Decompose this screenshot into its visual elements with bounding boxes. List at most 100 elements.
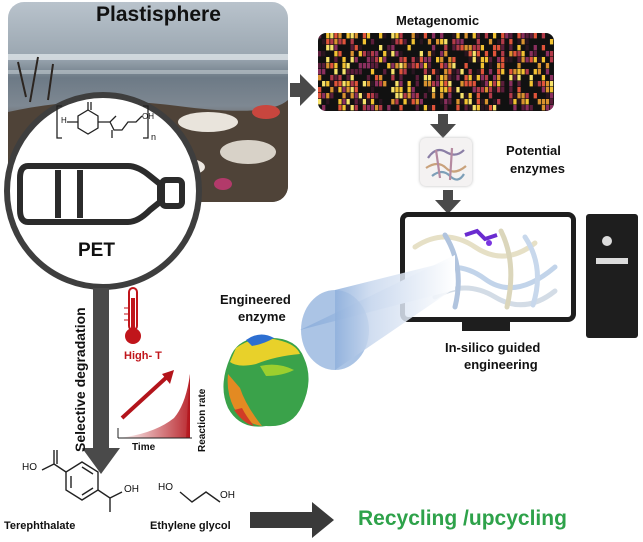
heatmap-cell xyxy=(509,75,513,81)
heatmap-cell xyxy=(472,33,476,39)
rate-y-label: Reaction rate xyxy=(197,388,208,452)
heatmap-cell xyxy=(338,99,342,105)
heatmap-cell xyxy=(374,63,379,69)
heatmap-cell xyxy=(411,39,415,45)
heatmap-cell xyxy=(411,57,415,63)
heatmap-cell xyxy=(537,69,541,75)
heatmap-cell xyxy=(399,81,403,87)
heatmap-cell xyxy=(399,93,403,99)
heatmap-cell xyxy=(484,105,489,111)
heatmap-cell xyxy=(488,93,493,99)
heatmap-cell xyxy=(403,63,407,69)
heatmap-cell xyxy=(533,93,537,99)
heatmap-cell xyxy=(517,51,521,57)
heatmap-cell xyxy=(529,51,533,57)
heatmap-cell xyxy=(541,75,546,81)
heatmap-cell xyxy=(464,105,468,111)
heatmap-cell xyxy=(492,105,497,111)
heatmap-cell xyxy=(452,75,456,81)
heatmap-cell xyxy=(338,75,342,81)
heatmap-cell xyxy=(537,99,541,105)
heatmap-cell xyxy=(399,51,403,57)
heatmap-cell xyxy=(431,69,436,75)
heatmap-cell xyxy=(537,63,541,69)
heatmap-cell xyxy=(427,69,432,75)
heatmap-cell xyxy=(472,57,476,63)
heatmap-cell xyxy=(541,99,546,105)
heatmap-cell xyxy=(403,39,407,45)
potential-line2: enzymes xyxy=(510,161,565,176)
heatmap-cell xyxy=(370,81,375,87)
heatmap-cell xyxy=(513,51,517,57)
heatmap-cell xyxy=(326,57,330,63)
heatmap-cell xyxy=(350,33,354,39)
heatmap-cell xyxy=(549,99,554,105)
heatmap-cell xyxy=(395,63,399,69)
heatmap-cell xyxy=(533,57,537,63)
heatmap-cell xyxy=(488,69,493,75)
heatmap-cell xyxy=(395,99,399,105)
heatmap-cell xyxy=(326,63,330,69)
heatmap-cell xyxy=(497,99,501,105)
potential-enzyme-image xyxy=(420,138,472,186)
heatmap-cell xyxy=(415,57,419,63)
heatmap-cell xyxy=(342,69,346,75)
heatmap-cell xyxy=(517,57,521,63)
heatmap-cell xyxy=(545,63,550,69)
heatmap-cell xyxy=(366,105,371,111)
heatmap-cell xyxy=(334,87,338,93)
heatmap-cell xyxy=(484,81,489,87)
heatmap-cell xyxy=(464,81,468,87)
heatmap-cell xyxy=(362,105,367,111)
heatmap-cell xyxy=(431,33,436,39)
heatmap-cell xyxy=(427,57,432,63)
heatmap-cell xyxy=(411,69,415,75)
heatmap-cell xyxy=(525,99,529,105)
heatmap-cell xyxy=(431,93,436,99)
heatmap-cell xyxy=(350,45,354,51)
heatmap-cell xyxy=(521,39,525,45)
terephthalate-label: Terephthalate xyxy=(4,520,76,532)
heatmap-cell xyxy=(464,63,468,69)
heatmap-cell xyxy=(541,57,546,63)
heatmap-cell xyxy=(436,69,440,75)
heatmap-cell xyxy=(509,51,513,57)
heatmap-cell xyxy=(436,81,440,87)
heatmap-cell xyxy=(338,39,342,45)
heatmap-cell xyxy=(358,63,362,69)
heatmap-cell xyxy=(468,75,472,81)
heatmap-cell xyxy=(427,105,432,111)
heatmap-cell xyxy=(387,51,391,57)
heatmap-cell xyxy=(452,33,456,39)
heatmap-cell xyxy=(370,51,375,57)
heatmap-cell xyxy=(521,33,525,39)
heatmap-cell xyxy=(525,39,529,45)
heatmap-cell xyxy=(399,63,403,69)
heatmap-cell xyxy=(501,87,505,93)
heatmap-cell xyxy=(501,39,505,45)
heatmap-cell xyxy=(440,87,444,93)
heatmap-cell xyxy=(350,81,354,87)
heatmap-cell xyxy=(415,75,419,81)
heatmap-cell xyxy=(529,75,533,81)
heatmap-cell xyxy=(379,99,383,105)
heatmap-cell xyxy=(415,63,419,69)
heatmap-cell xyxy=(346,63,350,69)
heatmap-cell xyxy=(521,93,525,99)
heatmap-cell xyxy=(549,39,554,45)
heatmap-cell xyxy=(521,57,525,63)
heatmap-cell xyxy=(468,57,472,63)
heatmap-cell xyxy=(387,63,391,69)
heatmap-cell xyxy=(322,105,326,111)
heatmap-cell xyxy=(427,63,432,69)
heatmap-cell xyxy=(342,87,346,93)
heatmap-cell xyxy=(497,87,501,93)
heatmap-cell xyxy=(379,45,383,51)
terephthalate-structure: HO OH xyxy=(22,440,142,518)
heatmap-cell xyxy=(509,69,513,75)
heatmap-cell xyxy=(383,81,387,87)
heatmap-cell xyxy=(533,45,537,51)
heatmap-cell xyxy=(366,63,371,69)
heatmap-cell xyxy=(472,45,476,51)
heatmap-cell xyxy=(533,81,537,87)
